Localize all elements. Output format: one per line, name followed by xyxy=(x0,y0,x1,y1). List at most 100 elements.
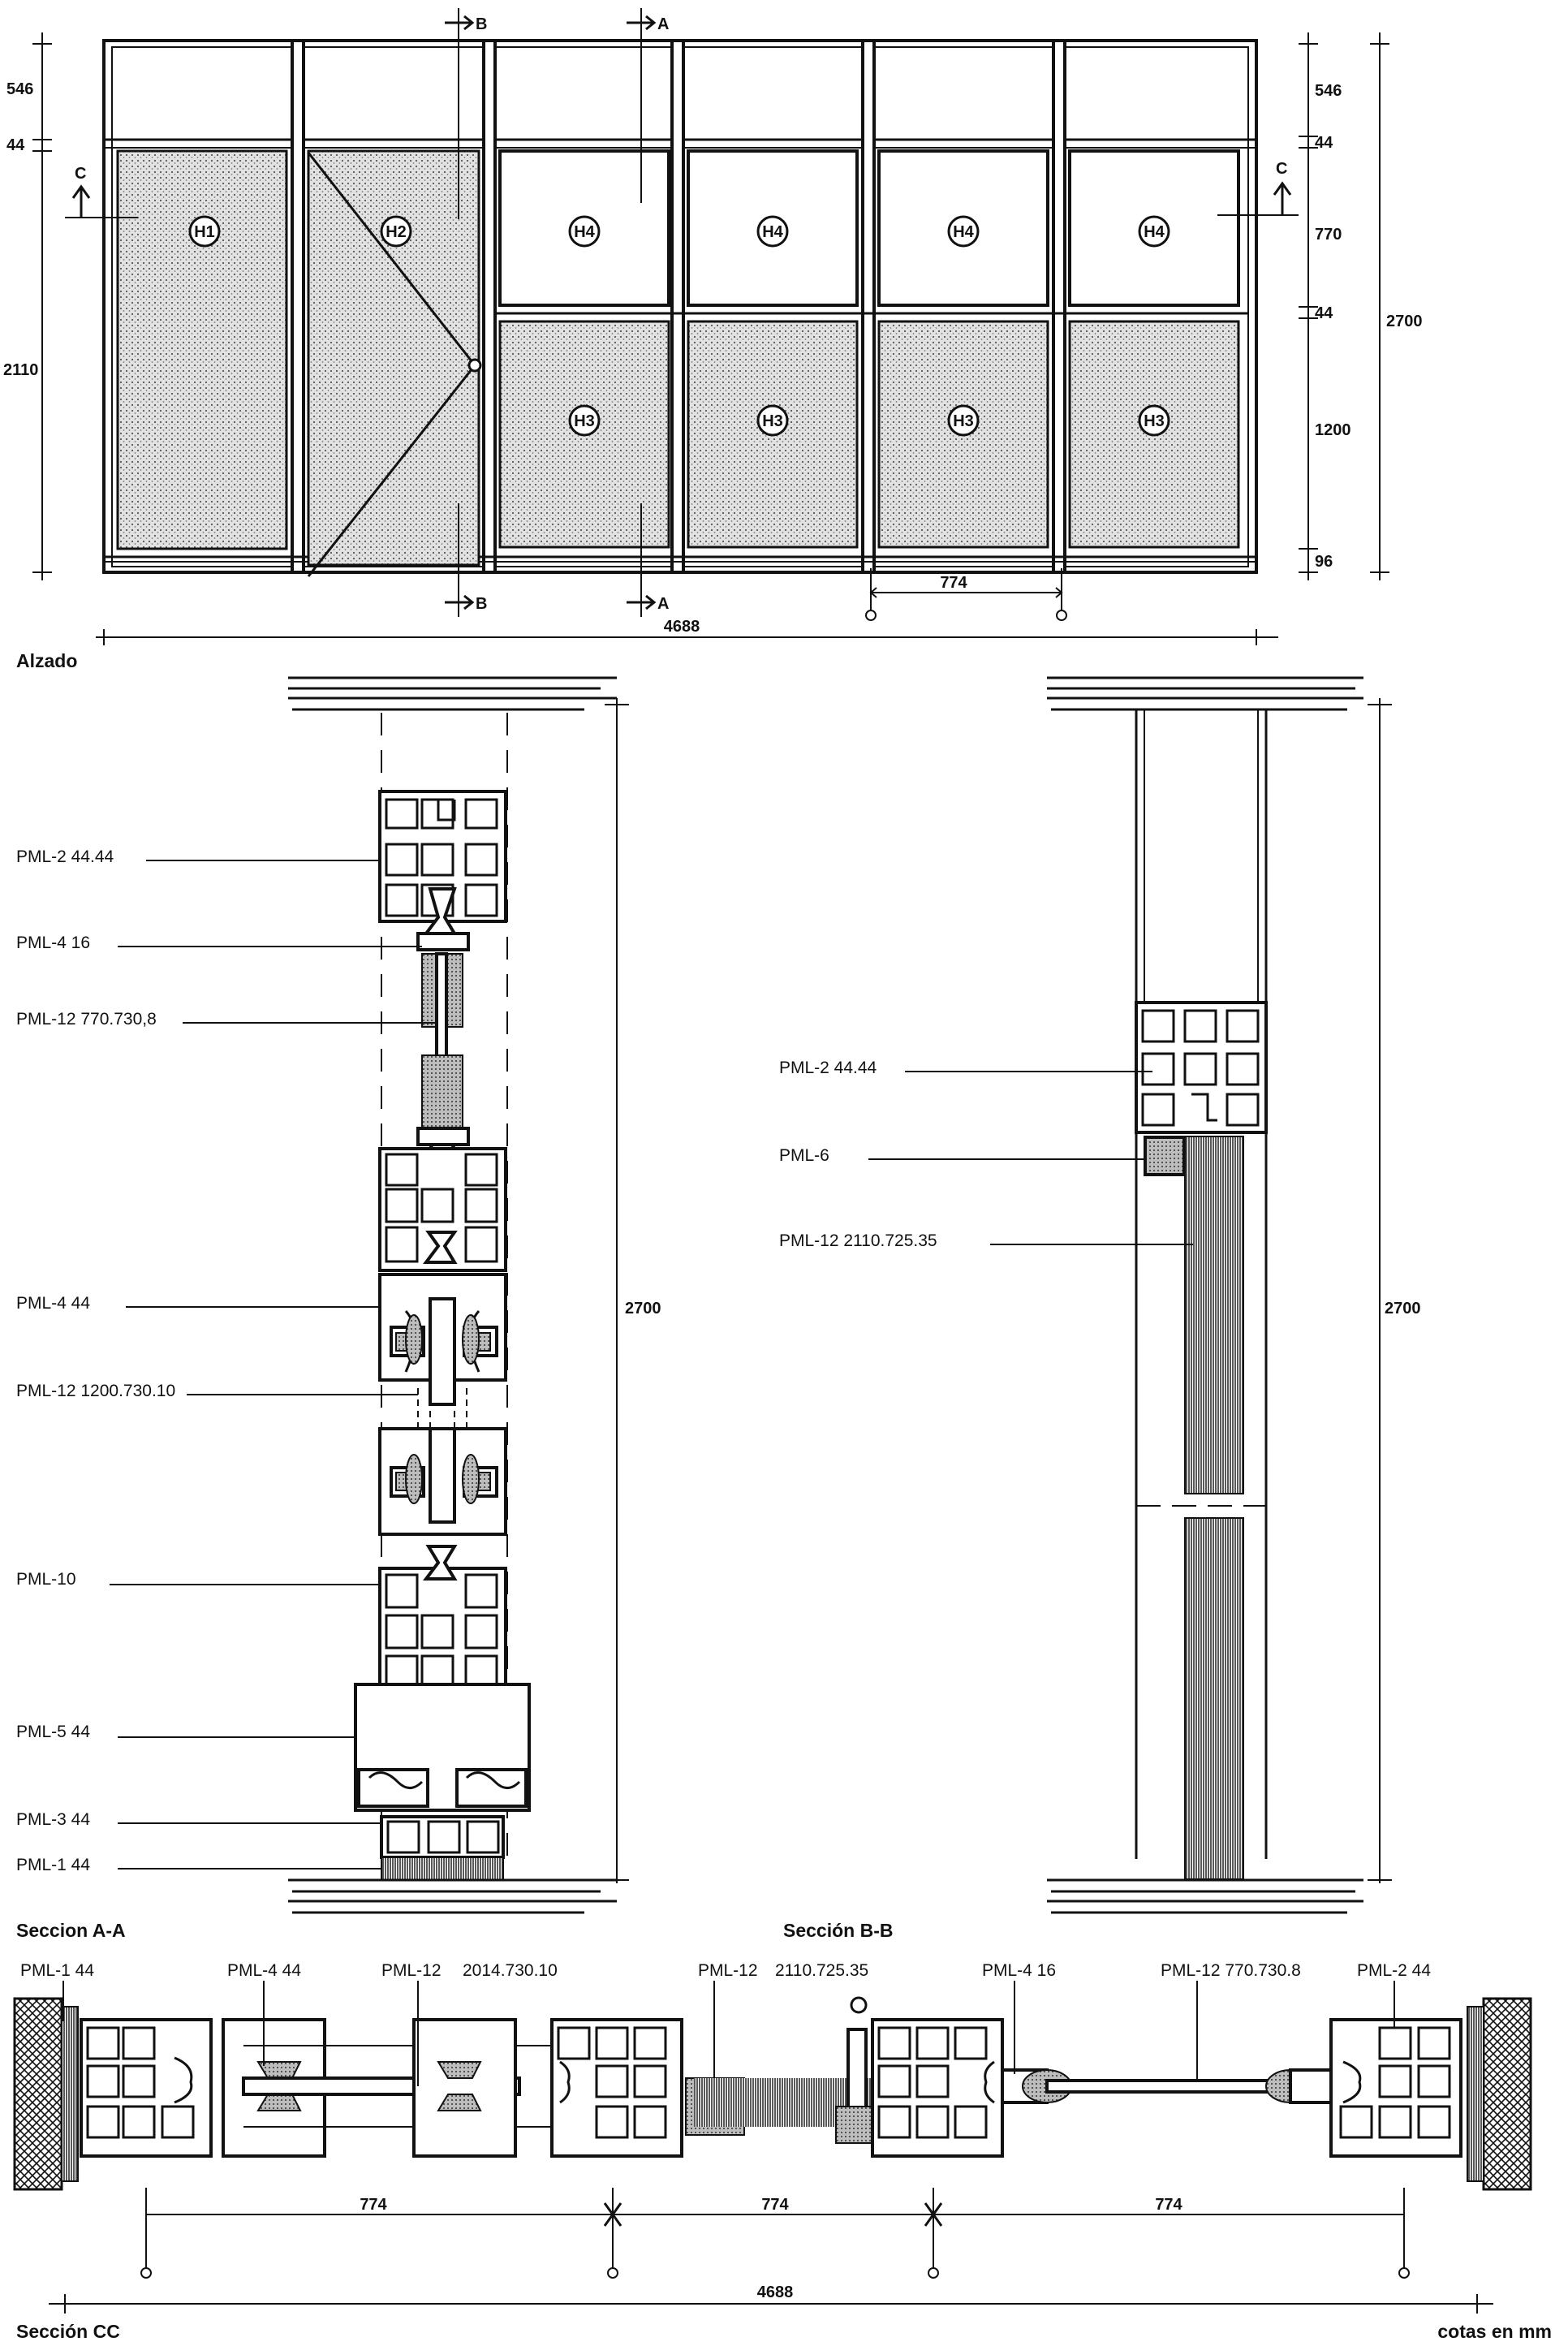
cc-glass-panel-2 xyxy=(1001,2068,1337,2104)
label-cc-2014: 2014.730.10 xyxy=(463,1961,558,1980)
section-aa-height-dim: 2700 xyxy=(605,698,661,1883)
section-aa-caption: Seccion A-A xyxy=(16,1920,126,1941)
section-bb-caption: Sección B-B xyxy=(783,1920,893,1941)
svg-text:2700: 2700 xyxy=(625,1300,661,1317)
panel-tag-h3-1: H3 xyxy=(574,412,595,430)
label-aa-pml4-44: PML-4 44 xyxy=(16,1294,90,1313)
section-bb-height-dim: 2700 xyxy=(1368,698,1421,1883)
profile-pml4-16-upper xyxy=(416,887,470,1175)
profile-pml2-mid xyxy=(378,1147,507,1272)
dim-total-height: 2700 xyxy=(1386,313,1423,330)
dim-left-2110: 2110 xyxy=(3,361,38,379)
dim-right-44-a: 44 xyxy=(1315,134,1333,152)
dim-cc-774-3: 774 xyxy=(1155,2196,1182,2214)
panel-tag-h1: H1 xyxy=(194,223,215,241)
label-aa-pml12-1200: PML-12 1200.730.10 xyxy=(16,1382,175,1400)
dim-right-44-b: 44 xyxy=(1315,304,1333,322)
profile-bb-pml6 xyxy=(1144,1136,1186,1176)
label-bb-pml6: PML-6 xyxy=(779,1146,829,1165)
svg-text:2700: 2700 xyxy=(1385,1300,1421,1317)
dim-cc-774-1: 774 xyxy=(360,2196,387,2214)
cut-mark-c-left: C xyxy=(65,165,138,218)
cut-mark-a-bottom: A xyxy=(627,503,669,617)
section-aa-labels: PML-2 44.44 PML-4 16 PML-12 770.730,8 PM… xyxy=(16,847,438,1874)
cut-mark-a-top: A xyxy=(627,8,669,203)
svg-text:4688: 4688 xyxy=(664,618,700,636)
panel-tag-h4-1: H4 xyxy=(574,223,595,241)
door-leaf-bb xyxy=(1136,1136,1266,1880)
label-aa-pml2: PML-2 44.44 xyxy=(16,847,114,866)
profile-pml10 xyxy=(378,1545,507,1700)
label-aa-pml1: PML-1 44 xyxy=(16,1856,90,1874)
panel-h2-glass xyxy=(307,149,480,567)
section-aa: 2700 PML-2 44.44 PML-4 16 PML-12 770.730… xyxy=(16,676,661,1941)
door-hinge-icon xyxy=(467,358,482,373)
label-cc-pml2: PML-2 44 xyxy=(1357,1961,1431,1980)
dim-left-546: 546 xyxy=(6,80,33,98)
total-width-dim: 4688 xyxy=(96,618,1278,645)
section-cc-labels: PML-1 44 PML-4 44 PML-12 2014.730.10 PML… xyxy=(20,1961,1431,2086)
dim-right-770: 770 xyxy=(1315,226,1342,244)
cut-mark-b-top: B xyxy=(445,8,487,219)
svg-text:B: B xyxy=(476,15,487,33)
units-note: cotas en mm xyxy=(1437,2321,1552,2342)
cc-profile-mullion xyxy=(550,2018,683,2158)
label-aa-pml3: PML-3 44 xyxy=(16,1810,90,1829)
svg-text:C: C xyxy=(1276,160,1287,178)
label-aa-pml12-770: PML-12 770.730,8 xyxy=(16,1010,157,1029)
panel-tag-h4-3: H4 xyxy=(953,223,974,241)
cc-door-jamb xyxy=(835,1996,876,2144)
elevation-caption: Alzado xyxy=(16,650,77,671)
section-cc-caption: Sección CC xyxy=(16,2321,120,2342)
cut-mark-c-right: C xyxy=(1217,160,1299,216)
cc-profile-right-mullion xyxy=(871,2018,1004,2158)
svg-text:C: C xyxy=(75,165,86,183)
section-cc-total-dim: 4688 xyxy=(49,2283,1493,2314)
panel-tag-h3-2: H3 xyxy=(762,412,783,430)
wall-right xyxy=(1482,1997,1532,2191)
module-width-dim: 774 xyxy=(865,568,1067,621)
panel-tag-h3-3: H3 xyxy=(953,412,974,430)
dim-left-44: 44 xyxy=(6,136,25,154)
svg-text:A: A xyxy=(657,15,669,33)
profile-pml4-44-upper xyxy=(378,1273,507,1406)
elevation: H1 H2 H4 H4 H4 H4 H3 H3 H3 H3 B xyxy=(3,8,1423,671)
label-cc-pml12-770: PML-12 770.730.8 xyxy=(1161,1961,1301,1980)
label-aa-pml10: PML-10 xyxy=(16,1570,76,1589)
profile-pml4-44-lower xyxy=(378,1427,507,1536)
label-bb-pml12: PML-12 2110.725.35 xyxy=(779,1231,937,1250)
panel-tag-h2: H2 xyxy=(386,223,407,241)
label-cc-2110: 2110.725.35 xyxy=(775,1961,868,1980)
cc-profile-left-jamb xyxy=(80,2018,213,2158)
section-bb: 2700 PML-2 44.44 PML-6 PML-12 2110.725.3… xyxy=(779,676,1421,1941)
svg-text:B: B xyxy=(476,595,487,613)
hinge-pivot-icon xyxy=(850,1996,868,2014)
cc-profile-right-jamb xyxy=(1329,2018,1462,2158)
profile-pml1-base xyxy=(380,1815,505,1881)
label-cc-pml1: PML-1 44 xyxy=(20,1961,94,1980)
label-cc-pml4-44: PML-4 44 xyxy=(227,1961,301,1980)
svg-text:4688: 4688 xyxy=(757,2283,794,2301)
label-cc-pml12-a: PML-12 xyxy=(381,1961,442,1980)
cc-glass-panel-1 xyxy=(222,2018,584,2158)
cut-mark-b-bottom: B xyxy=(445,503,487,617)
section-cc-module-dims: 774 774 774 xyxy=(140,2188,1410,2279)
dim-right-1200: 1200 xyxy=(1315,421,1351,439)
dim-right-96: 96 xyxy=(1315,553,1333,571)
profile-pml5 xyxy=(354,1683,531,1812)
svg-text:A: A xyxy=(657,595,669,613)
left-dimension-chain: 546 44 2110 xyxy=(3,32,52,580)
panel-tag-h4-4: H4 xyxy=(1144,223,1165,241)
panel-tag-h3-4: H3 xyxy=(1144,412,1165,430)
label-cc-pml4-16: PML-4 16 xyxy=(982,1961,1056,1980)
label-aa-pml5: PML-5 44 xyxy=(16,1723,90,1741)
dim-cc-774-2: 774 xyxy=(761,2196,789,2214)
label-bb-pml2: PML-2 44.44 xyxy=(779,1059,877,1077)
panel-tags: H1 H2 H4 H4 H4 H4 H3 H3 H3 H3 xyxy=(188,215,1170,437)
profile-bb-pml2 xyxy=(1135,1001,1268,1134)
panel-tag-h4-2: H4 xyxy=(762,223,783,241)
wall-left xyxy=(13,1997,63,2191)
section-bb-labels: PML-2 44.44 PML-6 PML-12 2110.725.35 xyxy=(779,1059,1193,1250)
right-dimension-chain: 546 44 770 44 1200 96 2700 xyxy=(1299,32,1423,580)
